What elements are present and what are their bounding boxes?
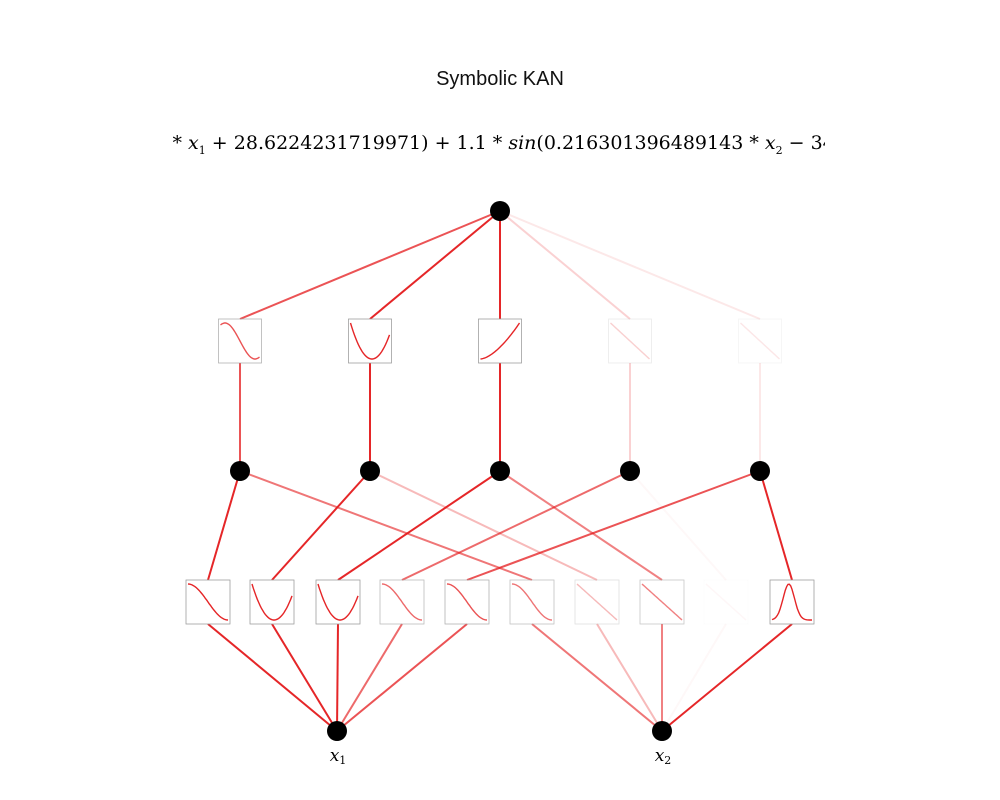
edge-l1-out-9 bbox=[759, 470, 793, 581]
input-node-2 bbox=[652, 721, 672, 741]
activation-l2-2 bbox=[478, 318, 522, 364]
edge-l2-out-4 bbox=[499, 210, 761, 320]
edge-l1-out-2 bbox=[337, 470, 501, 581]
edge-l1-in-9 bbox=[661, 623, 793, 732]
edge-l1-in-6 bbox=[596, 623, 663, 732]
hidden-node-2 bbox=[360, 461, 380, 481]
input-node-1 bbox=[327, 721, 347, 741]
output-node bbox=[490, 201, 510, 221]
symbolic-formula-clip: 584717 * x1 + 28.6224231719971) + 1.1 * … bbox=[173, 128, 825, 162]
activation-l1-5 bbox=[509, 579, 555, 625]
hidden-node-4 bbox=[620, 461, 640, 481]
activation-l1-9 bbox=[769, 579, 815, 625]
activation-l2-0 bbox=[218, 318, 262, 364]
edge-l2-out-0 bbox=[239, 210, 501, 320]
activation-l2-1 bbox=[348, 318, 392, 364]
activation-l1-3 bbox=[379, 579, 425, 625]
activation-l1-1 bbox=[249, 579, 295, 625]
edge-l1-in-1 bbox=[271, 623, 338, 732]
activation-l1-7 bbox=[639, 579, 685, 625]
edge-l2-out-1 bbox=[369, 210, 501, 320]
input-label-x2: x2 bbox=[654, 746, 672, 767]
activation-l1-8 bbox=[704, 580, 748, 624]
activation-l1-4 bbox=[444, 579, 490, 625]
edge-l1-out-3 bbox=[401, 470, 631, 581]
symbolic-formula: 584717 * x1 + 28.6224231719971) + 1.1 * … bbox=[173, 132, 825, 157]
activation-l2-4 bbox=[738, 318, 782, 364]
hidden-node-1 bbox=[230, 461, 250, 481]
edge-l1-out-5 bbox=[239, 470, 533, 581]
edge-l1-out-8 bbox=[630, 471, 726, 580]
edge-l1-out-1 bbox=[271, 470, 371, 581]
activation-l1-6 bbox=[574, 579, 620, 625]
edge-l1-out-6 bbox=[369, 470, 598, 581]
edge-l1-out-7 bbox=[499, 470, 663, 581]
edge-l2-out-3 bbox=[499, 210, 631, 320]
activation-l1-0 bbox=[185, 579, 231, 625]
edge-l1-in-2 bbox=[336, 623, 339, 732]
activation-l2-3 bbox=[608, 318, 652, 364]
edge-l1-in-5 bbox=[531, 623, 663, 732]
edge-l1-in-3 bbox=[336, 623, 403, 732]
hidden-node-3 bbox=[490, 461, 510, 481]
hidden-node-5 bbox=[750, 461, 770, 481]
edge-l1-in-0 bbox=[207, 623, 338, 732]
edge-l1-out-4 bbox=[466, 470, 761, 581]
edge-l1-out-0 bbox=[207, 470, 241, 581]
edge-l1-in-8 bbox=[662, 624, 726, 731]
diagram-title: Symbolic KAN bbox=[436, 68, 564, 90]
edge-l1-in-4 bbox=[336, 623, 468, 732]
activation-l1-2 bbox=[315, 579, 361, 625]
input-label-x1: x1 bbox=[329, 746, 347, 767]
